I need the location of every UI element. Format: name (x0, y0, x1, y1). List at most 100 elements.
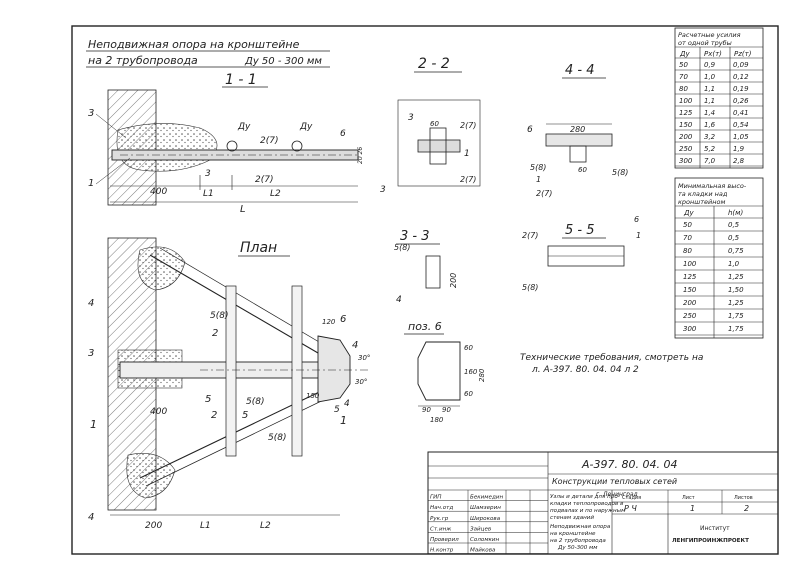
svg-text:подвалах и по наружным: подвалах и по наружным (550, 508, 626, 514)
stamp-role: Рук.гр (430, 516, 449, 522)
svg-text:Институт: Институт (700, 525, 730, 532)
svg-text:Листов: Листов (734, 495, 753, 501)
loads-row-px: 0,9 (704, 61, 716, 69)
plan-view: План 4 3 4 2 5 5(8) 5(8) 5(8) 6 4 4 400 … (88, 237, 370, 531)
svg-text:1: 1 (690, 504, 695, 513)
svg-text:3: 3 (380, 185, 386, 195)
stamp-person: Зайцев (470, 526, 491, 532)
svg-text:160: 160 (464, 368, 478, 376)
svg-text:L2: L2 (260, 521, 271, 531)
sheet-frame (71, 25, 779, 555)
svg-text:2(7): 2(7) (536, 189, 552, 198)
svg-text:20 26: 20 26 (357, 147, 364, 164)
svg-text:2(7): 2(7) (460, 121, 476, 130)
svg-text:400: 400 (150, 187, 167, 197)
svg-text:60: 60 (464, 390, 473, 398)
loads-row-px: 1,0 (704, 73, 716, 81)
loads-row-dn: 125 (679, 109, 693, 117)
svg-text:5(8): 5(8) (268, 433, 286, 443)
poz6-title: поз. 6 (408, 320, 442, 333)
svg-text:та кладки над: та кладки над (678, 190, 728, 198)
svg-text:3: 3 (205, 169, 211, 179)
svg-text:5(8): 5(8) (612, 168, 628, 177)
loads-row-pz: 0,09 (733, 61, 749, 69)
svg-text:Конструкции тепловых сетей: Конструкции тепловых сетей (552, 477, 677, 486)
section-4-4-title: 4 - 4 (565, 63, 595, 78)
section-2-2: 2 - 2 3 1 2(7) 2(7) 3 60 (380, 56, 481, 195)
loads-row-dn: 100 (679, 97, 693, 105)
section-3-3: 3 - 3 5(8) 4 200 (394, 229, 458, 305)
loads-table: Расчетные усилия от одной трубы Ду Рх(т)… (674, 27, 764, 169)
svg-text:5(8): 5(8) (246, 397, 264, 407)
svg-text:4: 4 (344, 399, 350, 409)
stamp-role: Ст.инж (430, 526, 451, 532)
height-row-dn: 80 (683, 247, 692, 255)
height-row-dn: 50 (683, 221, 692, 229)
loads-row-pz: 0,26 (733, 97, 749, 105)
drawing-title: Неподвижная опора на кронштейне на 2 тру… (86, 38, 330, 68)
svg-text:h(м): h(м) (728, 209, 743, 217)
loads-row-dn: 300 (679, 157, 693, 165)
plan-end-plate (317, 335, 351, 403)
section-1-1: 1 - 1 3 1 3 Ду Ду 2(7) 2(7) 6 400 L1 L2 … (88, 72, 364, 215)
svg-text:3: 3 (88, 108, 94, 119)
svg-text:5(8): 5(8) (394, 243, 410, 252)
svg-text:5: 5 (242, 410, 248, 421)
svg-text:280: 280 (478, 368, 486, 382)
svg-text:Стадия: Стадия (622, 495, 641, 501)
svg-text:180: 180 (430, 416, 444, 424)
svg-text:1: 1 (340, 414, 347, 427)
title-block: А-397. 80. 04. 04 Конструкции тепловых с… (427, 451, 779, 555)
svg-text:60: 60 (578, 166, 587, 174)
svg-text:Ду 50-300 мм: Ду 50-300 мм (557, 545, 598, 551)
svg-text:Лист: Лист (682, 495, 695, 501)
loads-row-px: 3,2 (704, 133, 716, 141)
section-4-4: 4 - 4 6 280 5(8) 1 2(7) 5(8) 60 (527, 63, 628, 198)
section-1-1-title: 1 - 1 (225, 72, 257, 88)
svg-text:Технические требования, смотре: Технические требования, смотреть на (520, 353, 703, 363)
height-row-h: 1,0 (728, 260, 740, 268)
svg-text:2(7): 2(7) (460, 175, 476, 184)
height-row-dn: 200 (683, 299, 697, 307)
svg-text:200: 200 (145, 521, 162, 531)
pipe-circle-1 (226, 140, 238, 152)
height-row-h: 0,5 (728, 234, 740, 242)
height-row-dn: 70 (683, 234, 692, 242)
svg-text:6: 6 (340, 129, 346, 139)
svg-text:кронштейном: кронштейном (678, 198, 725, 206)
section-3-3-title: 3 - 3 (400, 229, 430, 244)
loads-row-dn: 70 (679, 73, 688, 81)
svg-text:5(8): 5(8) (530, 163, 546, 172)
technical-note: Технические требования, смотреть на л. А… (520, 353, 703, 375)
svg-text:2(7): 2(7) (260, 136, 278, 146)
svg-text:Рz(т): Рz(т) (734, 50, 752, 58)
svg-text:5: 5 (334, 405, 340, 415)
min-height-table: Минимальная высо- та кладки над кронштей… (674, 177, 764, 339)
section-2-2-title: 2 - 2 (418, 56, 450, 72)
svg-text:Расчетные усилия: Расчетные усилия (678, 31, 741, 39)
plan-diagonal-upper (149, 254, 331, 361)
stamp-person: Соломкин (470, 537, 500, 543)
loads-row-pz: 0,19 (733, 85, 749, 93)
svg-text:2: 2 (744, 504, 749, 513)
height-row-h: 0,75 (728, 247, 744, 255)
loads-row-px: 7,0 (704, 157, 716, 165)
svg-text:на 2 трубопровода: на 2 трубопровода (550, 538, 606, 544)
loads-row-px: 5,2 (704, 145, 716, 153)
loads-row-px: 1,4 (704, 109, 715, 117)
svg-text:3: 3 (88, 348, 94, 359)
height-row-dn: 300 (683, 325, 697, 333)
loads-row-dn: 250 (679, 145, 693, 153)
svg-text:Ду: Ду (299, 122, 313, 132)
height-row-h: 1,75 (728, 312, 744, 320)
svg-text:4: 4 (352, 340, 358, 351)
svg-text:1: 1 (464, 149, 470, 159)
svg-text:30°: 30° (355, 378, 367, 386)
plan-pipe-2 (291, 285, 303, 457)
svg-text:1: 1 (536, 175, 541, 184)
svg-text:6: 6 (340, 314, 346, 325)
svg-text:2: 2 (212, 328, 218, 339)
title-line1: Неподвижная опора на кронштейне (88, 38, 300, 51)
svg-text:120: 120 (322, 318, 336, 326)
stamp-role: ГИП (430, 495, 442, 501)
